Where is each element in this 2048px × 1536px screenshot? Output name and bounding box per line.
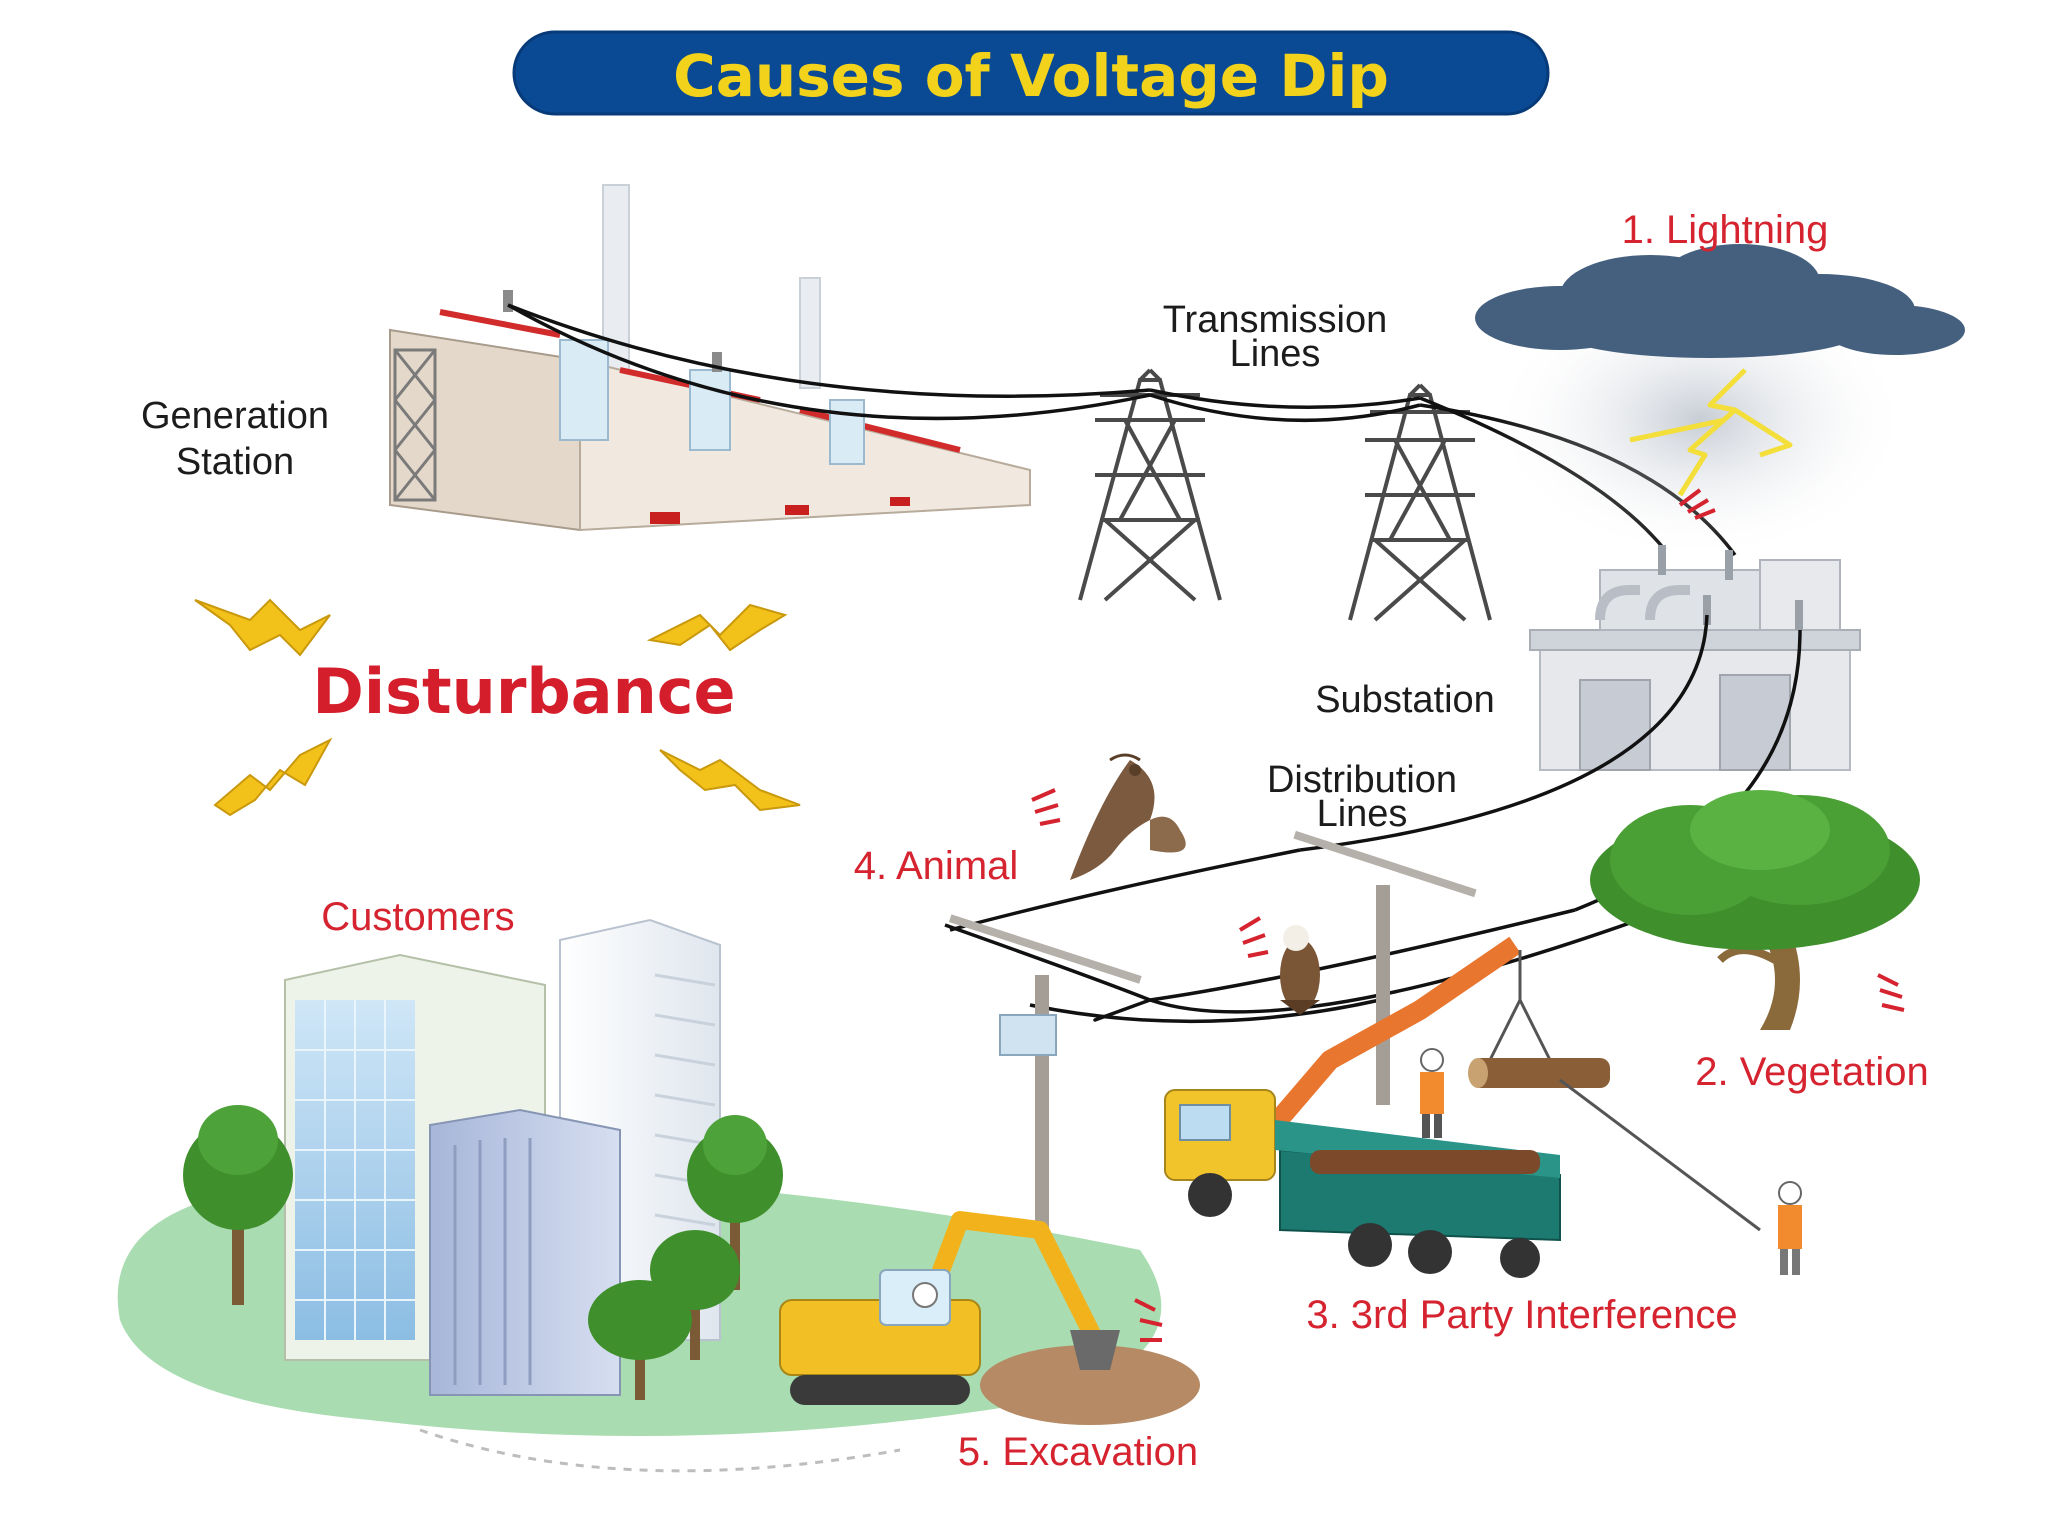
transmission-tower <box>1348 383 1492 622</box>
alert-mark-icon <box>1238 916 1269 958</box>
distribution-lines <box>944 614 1802 1024</box>
generation-station-line-2: Station <box>176 441 294 483</box>
cause-animal-label: 4. Animal <box>854 844 1019 888</box>
chimney <box>799 277 821 389</box>
distribution-lines-line-1: Distribution <box>1267 759 1457 801</box>
generation-station-illustration <box>389 184 1031 532</box>
cause-third-party-label: 3. 3rd Party Interference <box>1306 1293 1737 1337</box>
disturbance-bolt-icon <box>646 603 788 652</box>
tree-icon <box>1590 790 1920 1030</box>
crane-truck-icon <box>1164 936 1761 1278</box>
alert-mark-icon <box>1031 788 1061 826</box>
customers-label: Customers <box>321 895 514 939</box>
disturbance-bolt-icon <box>213 737 333 817</box>
building <box>429 1108 621 1396</box>
perched-bird-icon <box>1280 925 1320 1015</box>
tree-icon <box>588 1280 692 1400</box>
page-title: Causes of Voltage Dip <box>673 42 1389 110</box>
log-icon <box>1470 1058 1610 1088</box>
customers-illustration <box>117 918 1162 1473</box>
transmission-tower <box>1078 368 1222 602</box>
tree-icon <box>687 1115 783 1290</box>
worker-icon <box>1778 1181 1802 1275</box>
bird-icon <box>1070 753 1186 880</box>
alert-mark-icon <box>1877 973 1905 1012</box>
worker-icon <box>1420 1048 1444 1138</box>
generation-station-line-1: Generation <box>141 395 329 437</box>
distribution-lines-line-2: Lines <box>1317 793 1408 835</box>
utility-pole <box>1293 830 1477 1105</box>
dirt-mound <box>980 1345 1200 1425</box>
substation-illustration <box>1529 545 1861 771</box>
cause-lightning-label: 1. Lightning <box>1622 208 1829 252</box>
generation-station-label: Generation Station <box>141 395 329 483</box>
tree-icon <box>183 1105 293 1305</box>
lightning-bolt-icon <box>1629 368 1793 497</box>
transmission-lines-line-2: Lines <box>1230 333 1321 375</box>
utility-pole <box>948 914 1142 1235</box>
lightning-illustration <box>1475 244 1965 560</box>
title-banner: Causes of Voltage Dip <box>512 30 1550 116</box>
distribution-lines-label: Distribution Lines <box>1267 759 1457 835</box>
cause-vegetation-label: 2. Vegetation <box>1695 1050 1929 1094</box>
substation-label: Substation <box>1315 679 1495 721</box>
transformer-box <box>999 1014 1057 1056</box>
impact-mark-icon <box>1678 488 1716 520</box>
cause-excavation-label: 5. Excavation <box>958 1430 1198 1474</box>
storm-cloud-icon <box>1475 244 1965 358</box>
alert-mark-icon <box>1134 1298 1163 1342</box>
transmission-lines-line-1: Transmission <box>1163 299 1388 341</box>
transmission-lines-label: Transmission Lines <box>1163 299 1388 375</box>
disturbance-label: Disturbance <box>312 655 735 728</box>
disturbance-bolt-icon <box>194 598 331 657</box>
excavator-icon <box>779 1211 1200 1425</box>
title-banner-bg <box>512 30 1550 116</box>
disturbance-bolt-icon <box>659 749 801 812</box>
